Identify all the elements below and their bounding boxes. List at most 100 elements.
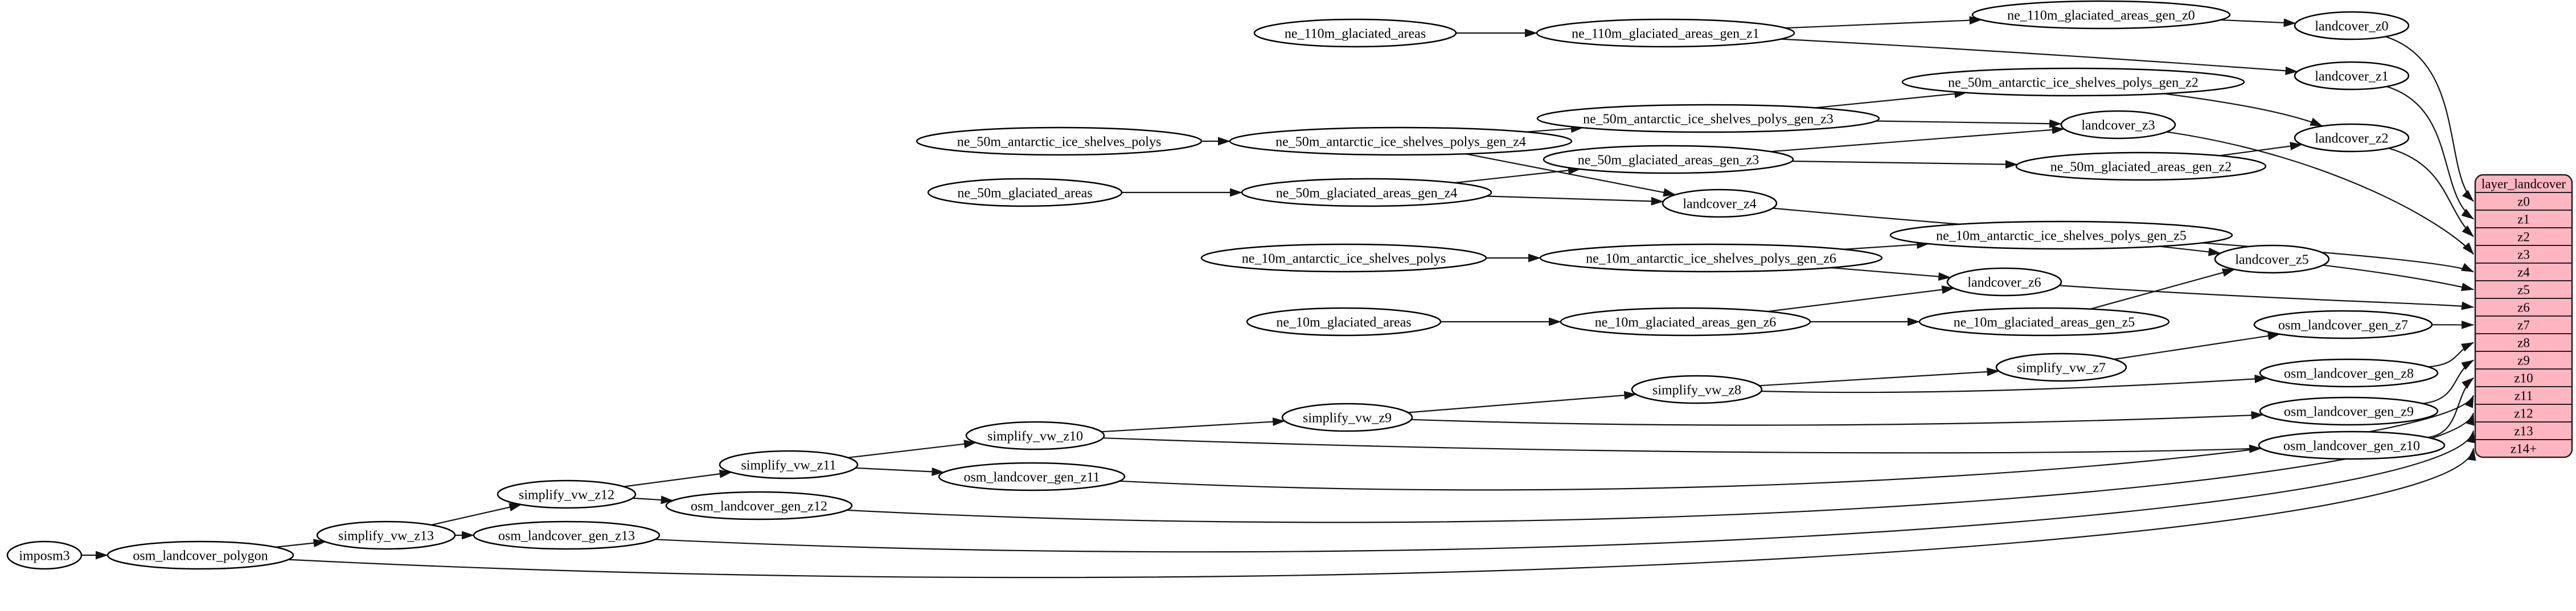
edge-simplify_vw_z8-to-simplify_vw_z7	[1759, 367, 2000, 387]
edge-landcover_z0-to-z0	[2385, 36, 2474, 202]
node-shape-osm_landcover_gen_z10	[2258, 430, 2446, 460]
edge-simplify_vw_z10-to-simplify_vw_z9	[1101, 417, 1286, 433]
edge-osm_landcover_polygon-to-z14+	[288, 448, 2476, 579]
node-label-landcover_z6: landcover_z6	[1967, 275, 2041, 290]
table-row-z0: z0	[2517, 195, 2530, 209]
edge-osm_landcover_polygon-to-simplify_vw_z13	[275, 539, 326, 548]
edge-ne_10m_antarctic_ice_shelves_polys_gen_z5-to-landcover_z5	[2159, 245, 2221, 256]
node-label-ne_10m_antarctic_ice_shelves_polys: ne_10m_antarctic_ice_shelves_polys	[1242, 251, 1446, 266]
node-shape-ne_50m_glaciated_areas_gen_z3	[1543, 145, 1794, 174]
edge-ne_50m_antarctic_ice_shelves_polys_gen_z2-to-landcover_z2	[2163, 93, 2323, 127]
node-shape-simplify_vw_z10	[965, 421, 1105, 450]
edge-simplify_vw_z9-to-osm_landcover_gen_z9	[1411, 411, 2264, 426]
node-shape-ne_10m_antarctic_ice_shelves_polys_gen_z5	[1889, 220, 2233, 250]
node-ne_50m_glaciated_areas: ne_50m_glaciated_areas	[927, 178, 1123, 207]
edge-ne_10m_antarctic_ice_shelves_polys_gen_z6-to-ne_10m_antarctic_ice_shelves_polys_gen_z5	[1843, 240, 1930, 250]
node-label-ne_10m_glaciated_areas_gen_z5: ne_10m_glaciated_areas_gen_z5	[1954, 315, 2135, 330]
table-row-z13: z13	[2514, 424, 2533, 438]
node-label-landcover_z3: landcover_z3	[2081, 118, 2155, 133]
node-ne_50m_antarctic_ice_shelves_polys: ne_50m_antarctic_ice_shelves_polys	[916, 126, 1203, 156]
node-label-ne_50m_glaciated_areas_gen_z4: ne_50m_glaciated_areas_gen_z4	[1276, 186, 1458, 200]
node-label-ne_50m_antarctic_ice_shelves_polys_gen_z2: ne_50m_antarctic_ice_shelves_polys_gen_z…	[1948, 75, 2198, 90]
edge-simplify_vw_z7-to-osm_landcover_gen_z7	[2114, 331, 2280, 360]
node-ne_50m_glaciated_areas_gen_z2: ne_50m_glaciated_areas_gen_z2	[2015, 151, 2267, 181]
table-header-label: layer_landcover	[2481, 177, 2566, 191]
node-shape-simplify_vw_z8	[1631, 375, 1763, 404]
edge-osm_landcover_gen_z11-to-z11	[1119, 395, 2475, 491]
node-shape-simplify_vw_z11	[719, 450, 859, 479]
node-ne_110m_glaciated_areas_gen_z0: ne_110m_glaciated_areas_gen_z0	[1971, 0, 2231, 30]
node-shape-ne_50m_antarctic_ice_shelves_polys	[916, 126, 1203, 156]
node-imposm3: imposm3	[6, 540, 83, 570]
table-row-z7: z7	[2517, 318, 2530, 333]
table-row-z1: z1	[2517, 212, 2530, 227]
node-osm_landcover_gen_z11: osm_landcover_gen_z11	[938, 462, 1126, 491]
node-shape-ne_50m_antarctic_ice_shelves_polys_gen_z4	[1229, 126, 1573, 156]
edge-simplify_vw_z12-to-osm_landcover_gen_z12	[632, 495, 674, 505]
node-label-ne_110m_glaciated_areas_gen_z1: ne_110m_glaciated_areas_gen_z1	[1572, 26, 1759, 41]
edge-landcover_z4-to-z4	[1773, 207, 2474, 273]
node-ne_50m_antarctic_ice_shelves_polys_gen_z4: ne_50m_antarctic_ice_shelves_polys_gen_z…	[1229, 126, 1573, 156]
node-label-landcover_z1: landcover_z1	[2315, 69, 2388, 84]
node-label-simplify_vw_z13: simplify_vw_z13	[338, 528, 434, 543]
node-shape-simplify_vw_z12	[497, 479, 637, 509]
edge-simplify_vw_z11-to-simplify_vw_z10	[847, 440, 977, 458]
node-label-osm_landcover_gen_z10: osm_landcover_gen_z10	[2283, 438, 2420, 453]
nodes-layer: imposm3 osm_landcover_polygon simplify_vw_…	[6, 0, 2446, 570]
edge-landcover_z2-to-z2	[2388, 147, 2474, 237]
edge-ne_50m_glaciated_areas_gen_z2-to-landcover_z2	[2219, 142, 2303, 157]
node-label-ne_10m_glaciated_areas_gen_z6: ne_10m_glaciated_areas_gen_z6	[1595, 315, 1777, 330]
edge-ne_110m_glaciated_areas_gen_z1-to-landcover_z1	[1781, 38, 2298, 75]
node-osm_landcover_gen_z13: osm_landcover_gen_z13	[473, 520, 661, 550]
edge-ne_10m_glaciated_areas_gen_z6-to-landcover_z6	[1767, 285, 1955, 313]
node-simplify_vw_z8: simplify_vw_z8	[1631, 375, 1763, 404]
node-label-imposm3: imposm3	[19, 548, 69, 563]
table-row-z11: z11	[2515, 389, 2533, 403]
node-shape-landcover_z3	[2060, 110, 2176, 140]
node-landcover_z5: landcover_z5	[2214, 244, 2330, 274]
node-shape-landcover_z2	[2294, 123, 2410, 153]
node-shape-osm_landcover_gen_z9	[2259, 396, 2439, 426]
edge-ne_50m_antarctic_ice_shelves_polys_gen_z4-to-ne_50m_antarctic_ice_shelves_polys_gen_z3	[1526, 124, 1584, 133]
node-shape-simplify_vw_z9	[1281, 403, 1413, 432]
node-label-osm_landcover_gen_z9: osm_landcover_gen_z9	[2284, 404, 2414, 419]
edge-landcover_z6-to-z6	[2059, 285, 2474, 310]
edges-layer	[81, 16, 2476, 579]
node-label-landcover_z4: landcover_z4	[1683, 196, 1756, 211]
node-ne_50m_antarctic_ice_shelves_polys_gen_z3: ne_50m_antarctic_ice_shelves_polys_gen_z…	[1536, 104, 1880, 133]
node-osm_landcover_gen_z12: osm_landcover_gen_z12	[665, 491, 853, 520]
table-row-z5: z5	[2517, 283, 2530, 297]
node-landcover_z2: landcover_z2	[2294, 123, 2410, 153]
node-shape-ne_50m_glaciated_areas	[927, 178, 1123, 207]
edge-ne_50m_antarctic_ice_shelves_polys_gen_z3-to-landcover_z3	[1876, 119, 2062, 128]
node-osm_landcover_gen_z8: osm_landcover_gen_z8	[2259, 358, 2439, 388]
node-label-osm_landcover_gen_z11: osm_landcover_gen_z11	[963, 470, 1100, 485]
node-osm_landcover_gen_z10: osm_landcover_gen_z10	[2258, 430, 2446, 460]
node-label-ne_50m_antarctic_ice_shelves_polys_gen_z3: ne_50m_antarctic_ice_shelves_polys_gen_z…	[1583, 112, 1833, 126]
node-ne_50m_glaciated_areas_gen_z4: ne_50m_glaciated_areas_gen_z4	[1241, 178, 1492, 207]
node-shape-osm_landcover_gen_z8	[2259, 358, 2439, 388]
node-label-osm_landcover_polygon: osm_landcover_polygon	[133, 548, 268, 563]
edge-simplify_vw_z8-to-osm_landcover_gen_z8	[1761, 374, 2267, 393]
node-shape-osm_landcover_gen_z12	[665, 491, 853, 520]
edge-simplify_vw_z12-to-simplify_vw_z11	[624, 469, 732, 487]
node-label-simplify_vw_z12: simplify_vw_z12	[519, 487, 614, 502]
node-landcover_z4: landcover_z4	[1662, 188, 1778, 218]
node-shape-ne_110m_glaciated_areas	[1253, 18, 1457, 48]
node-shape-osm_landcover_gen_z7	[2253, 310, 2433, 339]
edge-simplify_vw_z9-to-simplify_vw_z8	[1408, 391, 1637, 413]
node-shape-osm_landcover_gen_z11	[938, 462, 1126, 491]
node-label-osm_landcover_gen_z8: osm_landcover_gen_z8	[2284, 366, 2414, 381]
node-landcover_z1: landcover_z1	[2294, 61, 2410, 91]
node-ne_50m_antarctic_ice_shelves_polys_gen_z2: ne_50m_antarctic_ice_shelves_polys_gen_z…	[1901, 67, 2245, 97]
node-simplify_vw_z11: simplify_vw_z11	[719, 450, 859, 479]
node-label-ne_10m_antarctic_ice_shelves_polys_gen_z5: ne_10m_antarctic_ice_shelves_polys_gen_z…	[1936, 228, 2187, 243]
table-row-z8: z8	[2517, 336, 2530, 350]
node-simplify_vw_z12: simplify_vw_z12	[497, 479, 637, 509]
table-row-z14+: z14+	[2511, 442, 2537, 456]
node-simplify_vw_z7: simplify_vw_z7	[1995, 352, 2127, 382]
node-label-simplify_vw_z7: simplify_vw_z7	[2017, 360, 2106, 375]
edge-ne_10m_glaciated_areas_gen_z5-to-landcover_z5	[2090, 268, 2235, 310]
node-shape-ne_110m_glaciated_areas_gen_z0	[1971, 0, 2231, 30]
